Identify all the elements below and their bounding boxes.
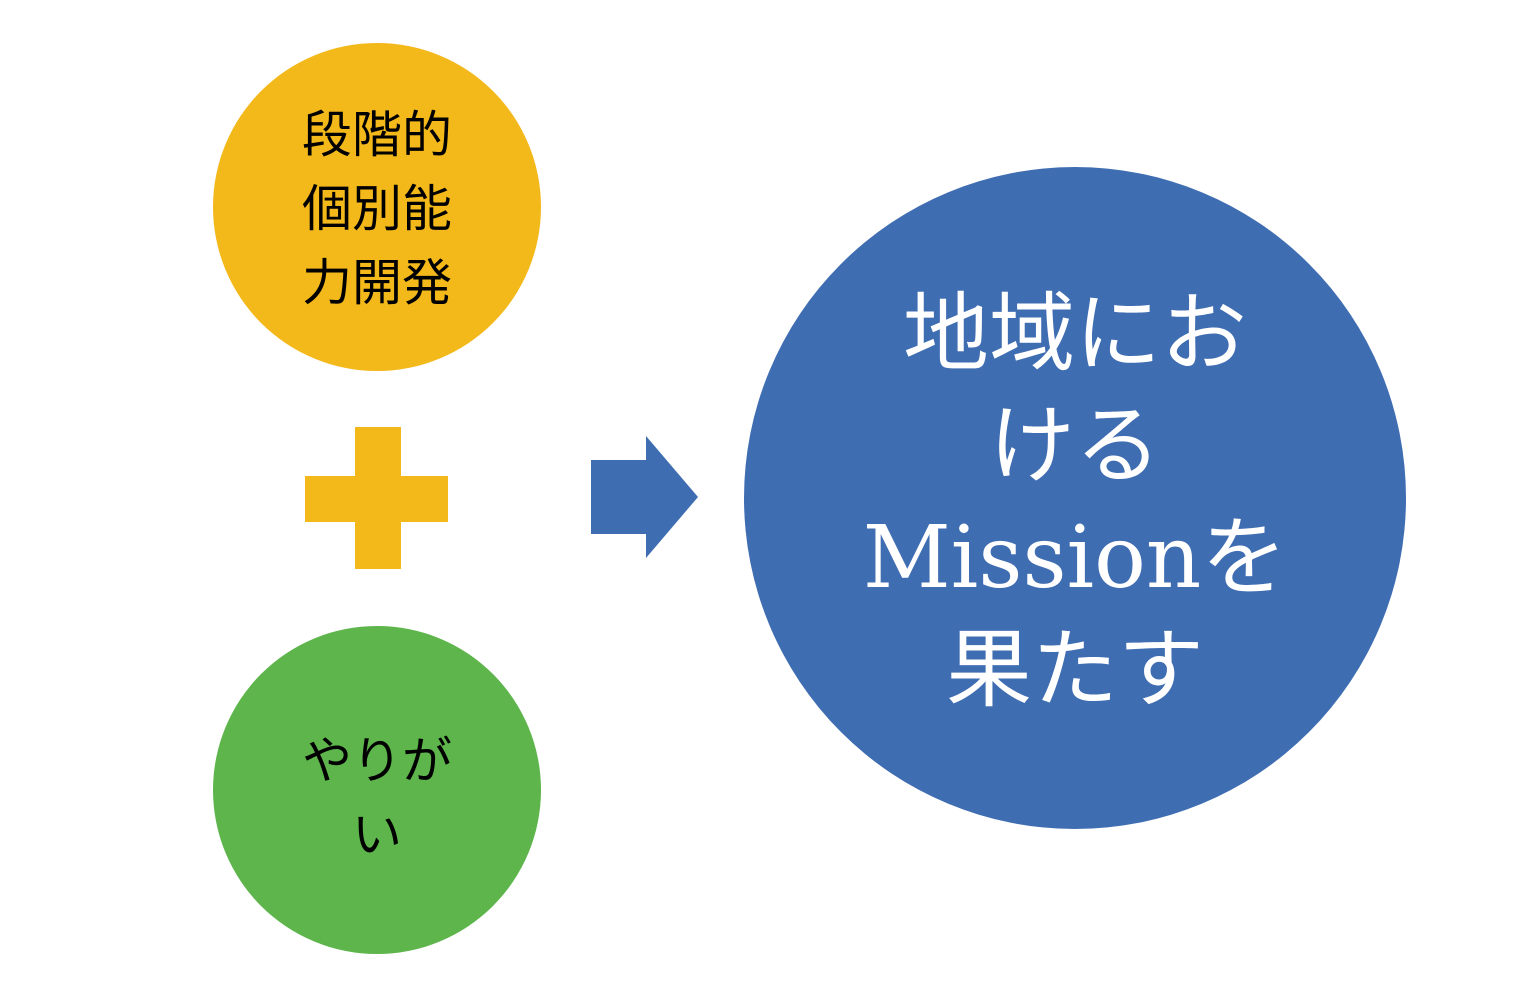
plus-horizontal-bar — [305, 476, 448, 522]
right-arrow-icon — [591, 436, 698, 558]
circle-individual-development-label: 段階的 個別能 力開発 — [302, 106, 452, 312]
circle-motivation-label: やりが い — [302, 732, 452, 864]
right-arrow-shape — [591, 436, 698, 558]
plus-icon — [305, 427, 448, 569]
circle-individual-development: 段階的 個別能 力開発 — [213, 43, 541, 371]
circle-mission: 地域にお ける Missionを 果たす — [744, 167, 1406, 829]
circle-mission-label: 地域にお ける Missionを 果たす — [862, 284, 1288, 720]
circle-motivation: やりが い — [213, 626, 541, 954]
